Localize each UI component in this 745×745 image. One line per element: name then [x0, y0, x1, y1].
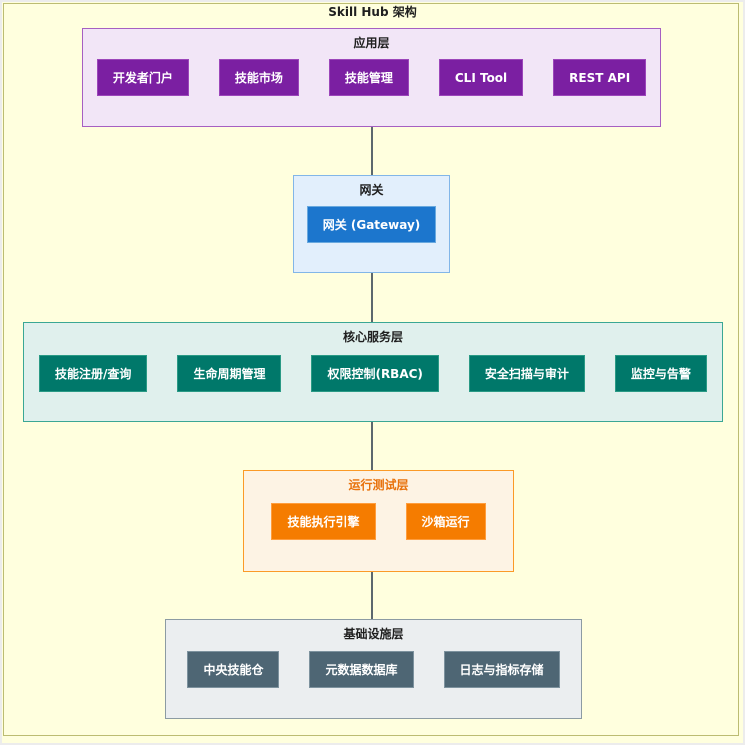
layer-application: 应用层 开发者门户 技能市场 技能管理 CLI Tool REST API: [82, 28, 661, 127]
node-rbac-control: 权限控制(RBAC): [311, 355, 439, 392]
diagram-title: Skill Hub 架构: [328, 5, 417, 19]
layer-gateway: 网关 网关 (Gateway): [293, 175, 450, 273]
node-sandbox-run: 沙箱运行: [405, 503, 486, 540]
node-skill-management: 技能管理: [328, 59, 409, 96]
layer-runtime-test: 运行测试层 技能执行引擎 沙箱运行: [243, 470, 514, 572]
connector-app-to-gateway: [371, 127, 373, 175]
connector-core-to-runtime: [371, 422, 373, 470]
node-rest-api: REST API: [553, 59, 647, 96]
layer-runtime-test-label: 运行测试层: [348, 478, 409, 492]
layer-core-services: 核心服务层 技能注册/查询 生命周期管理 权限控制(RBAC) 安全扫描与审计 …: [23, 322, 723, 422]
layer-gateway-label: 网关: [359, 183, 384, 197]
node-monitoring-alert: 监控与告警: [614, 355, 707, 392]
node-metadata-database: 元数据数据库: [309, 651, 414, 688]
node-central-skill-repo: 中央技能仓: [187, 651, 280, 688]
node-skill-market: 技能市场: [218, 59, 299, 96]
node-skill-registry-query: 技能注册/查询: [39, 355, 148, 392]
node-skill-execution-engine: 技能执行引擎: [271, 503, 376, 540]
node-logs-metrics-storage: 日志与指标存储: [443, 651, 560, 688]
layer-application-label: 应用层: [353, 36, 390, 50]
connector-runtime-to-infra: [371, 572, 373, 619]
node-cli-tool: CLI Tool: [438, 59, 524, 96]
layer-infrastructure: 基础设施层 中央技能仓 元数据数据库 日志与指标存储: [165, 619, 582, 719]
layer-gateway-nodes: 网关 (Gateway): [294, 206, 449, 243]
layer-core-services-label: 核心服务层: [342, 330, 403, 344]
layer-runtime-test-nodes: 技能执行引擎 沙箱运行: [244, 503, 513, 540]
layer-application-nodes: 开发者门户 技能市场 技能管理 CLI Tool REST API: [83, 59, 660, 96]
layer-core-services-nodes: 技能注册/查询 生命周期管理 权限控制(RBAC) 安全扫描与审计 监控与告警: [24, 355, 722, 392]
node-gateway: 网关 (Gateway): [306, 206, 437, 243]
connector-gateway-to-core: [371, 273, 373, 322]
node-lifecycle-management: 生命周期管理: [177, 355, 282, 392]
layer-infrastructure-nodes: 中央技能仓 元数据数据库 日志与指标存储: [166, 651, 581, 688]
layer-infrastructure-label: 基础设施层: [343, 627, 404, 641]
node-security-scan-audit: 安全扫描与审计: [468, 355, 585, 392]
node-developer-portal: 开发者门户: [96, 59, 189, 96]
